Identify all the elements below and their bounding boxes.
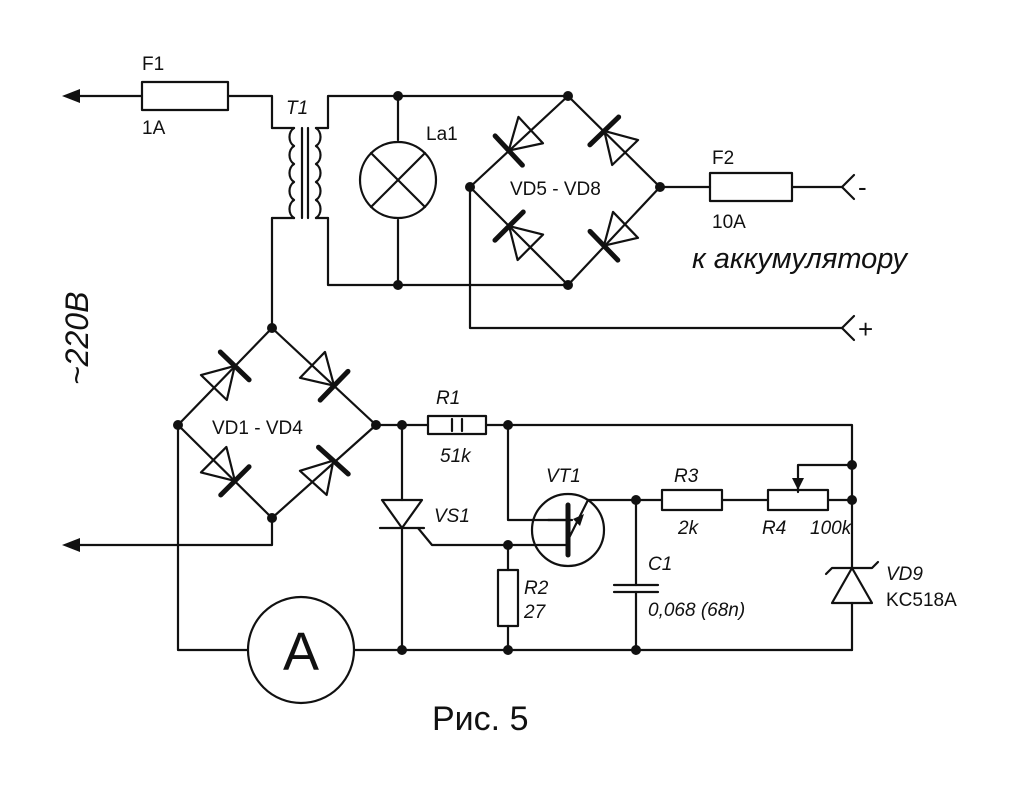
battery-terminal-minus <box>840 173 856 201</box>
fuse-f1 <box>140 80 230 112</box>
figure-caption: Рис. 5 <box>432 700 528 738</box>
label-r4: R4 <box>762 518 786 539</box>
transformer-t1 <box>270 126 330 220</box>
label-vd5-vd8: VD5 - VD8 <box>510 179 601 200</box>
label-f1: F1 <box>142 54 164 75</box>
ammeter <box>246 595 356 705</box>
label-c1-value: 0,068 (68n) <box>648 600 745 621</box>
label-t1: T1 <box>286 98 308 119</box>
label-r3-value: 2k <box>677 518 700 539</box>
label-vt1: VT1 <box>546 466 581 487</box>
label-plus: + <box>858 314 873 344</box>
mains-terminal-top <box>62 89 80 103</box>
label-la1: La1 <box>426 124 458 145</box>
capacitor-c1 <box>612 583 660 594</box>
resistor-r3 <box>660 488 724 512</box>
label-minus: - <box>858 172 867 202</box>
label-f1-value: 1A <box>142 118 166 139</box>
label-vs1: VS1 <box>434 506 470 527</box>
fuse-f2 <box>708 171 794 203</box>
label-r1-value: 51k <box>440 446 472 467</box>
transistor-vt1 <box>530 492 606 568</box>
label-r3: R3 <box>674 466 699 487</box>
label-r1: R1 <box>436 388 460 409</box>
label-vd9-value: KC518A <box>886 590 957 611</box>
label-r2-value: 27 <box>523 602 547 623</box>
label-vd1-vd4: VD1 - VD4 <box>212 418 303 439</box>
lamp-la1 <box>358 140 438 220</box>
potentiometer-r4 <box>766 478 830 512</box>
resistor-r2 <box>496 568 520 628</box>
label-ammeter: A <box>283 622 319 682</box>
label-mains: ~220В <box>59 292 95 385</box>
diode-bridge-vd1-vd4 <box>199 349 351 498</box>
labels: F1 1A T1 La1 VD5 - VD8 F2 10A - + к акку… <box>59 54 957 738</box>
label-r2: R2 <box>524 578 549 599</box>
wires <box>78 94 854 652</box>
thyristor-vs1 <box>378 498 426 530</box>
label-f2: F2 <box>712 148 734 169</box>
junction-dots <box>173 91 857 655</box>
label-f2-value: 10A <box>712 212 746 233</box>
resistor-r1 <box>426 414 488 436</box>
label-c1: C1 <box>648 554 672 575</box>
label-battery: к аккумулятору <box>692 243 908 275</box>
zener-vd9 <box>824 560 880 605</box>
diode-bridge-vd5-vd8 <box>492 114 640 263</box>
mains-terminal-bottom <box>62 538 80 552</box>
label-vd9: VD9 <box>886 564 923 585</box>
battery-terminal-plus <box>840 314 856 342</box>
label-r4-value: 100k <box>810 518 853 539</box>
